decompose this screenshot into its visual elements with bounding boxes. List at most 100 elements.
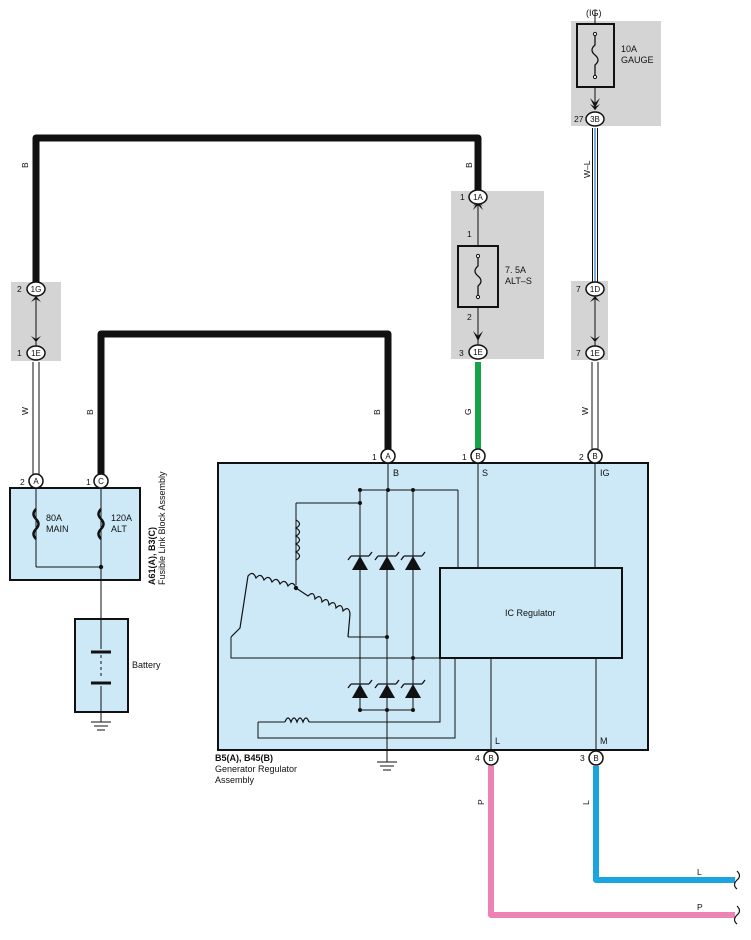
wire-label-l-end: L [697, 867, 702, 877]
p-wire [488, 766, 735, 918]
battery-ground-icon [91, 721, 111, 731]
gauge-fuse-dot-top [592, 31, 598, 37]
pin-1g-2: 2 [17, 284, 22, 294]
b-wire-mid [97, 330, 392, 474]
gauge-fuse-name: GAUGE [621, 55, 654, 65]
connector-gen-m-label: B [593, 754, 598, 763]
fusible-link-block [9, 487, 141, 581]
wire-label-b-gen: B [372, 409, 382, 415]
link-junction-dot [98, 564, 104, 570]
pin-fusible-c-1: 1 [86, 477, 91, 487]
gauge-fuse-dot-bot [592, 74, 598, 80]
pin-gen-a-1: 1 [372, 452, 377, 462]
p-wire-break [733, 905, 741, 925]
diode-lower-1 [347, 679, 373, 698]
connector-gen-a-label: A [385, 452, 391, 461]
connector-arrow-icons [31, 98, 600, 342]
l-wire [593, 766, 735, 883]
ic-regulator-label: IC Regulator [505, 608, 556, 618]
stator-coil-left [230, 572, 297, 638]
alt-fuse-name: ALT [111, 524, 127, 534]
stator-coil-top [294, 519, 301, 561]
pin-27: 27 [574, 114, 584, 124]
terminal-ig-label: IG [600, 468, 610, 478]
fusible-link-name: Fusible Link Block Assembly [157, 471, 167, 585]
wire-label-b-top-left: B [20, 162, 30, 168]
connector-1d: 1D [585, 281, 605, 297]
connector-1g: 1G [26, 281, 46, 297]
terminal-b-label: B [393, 468, 399, 478]
alts-fuse-name: ALT–S [505, 276, 532, 286]
ig-label: (IG) [586, 8, 602, 18]
pin-gen-ig-2: 2 [579, 452, 584, 462]
connector-1a: 1A [468, 189, 488, 205]
pin-fuse-top-1: 1 [467, 229, 472, 239]
diode-lower-2 [374, 679, 400, 698]
pin-fusible-a-2: 2 [20, 477, 25, 487]
generator-name-1: Generator Regulator [215, 764, 297, 774]
wire-label-l-vert: L [581, 800, 591, 805]
connector-1g-label: 1G [31, 285, 42, 294]
fusible-link-code: A61(A), B3(C) [147, 527, 157, 585]
connector-gen-s-label: B [475, 452, 480, 461]
alts-fuse-dot-bot [475, 294, 481, 300]
wire-label-w-right: W [580, 407, 590, 415]
generator-ground-icon [377, 761, 397, 771]
connector-1a-label: 1A [473, 193, 483, 202]
connector-3b: 3B [585, 111, 605, 127]
diode-upper-1 [347, 551, 373, 570]
connector-1d-label: 1D [590, 285, 600, 294]
wire-label-w-l: W–L [582, 160, 592, 178]
connector-1e-left-label: 1E [31, 349, 41, 358]
connector-1e-mid-label: 1E [473, 348, 483, 357]
terminal-l-label: L [495, 736, 500, 746]
stator-coil-right [295, 587, 351, 638]
connector-gen-a: A [380, 448, 396, 464]
wire-label-p-end: P [697, 902, 703, 912]
b-wire-top [32, 134, 482, 283]
connector-gen-ig-label: B [592, 452, 597, 461]
alt-fusible-link [97, 508, 105, 540]
connector-3b-label: 3B [590, 115, 600, 124]
pin-1e-7: 7 [576, 348, 581, 358]
connector-gen-s: B [470, 448, 486, 464]
diode-upper-2 [374, 551, 400, 570]
gauge-fuse-rating: 10A [621, 44, 637, 54]
diode-lower-3 [400, 679, 426, 698]
ic-regulator-box [439, 567, 623, 659]
field-coil [284, 717, 310, 724]
wire-label-g: G [463, 408, 473, 415]
connector-fusible-a-label: A [33, 477, 39, 486]
diode-upper-3 [400, 551, 426, 570]
connector-1e-left: 1E [26, 345, 46, 361]
battery-label: Battery [132, 660, 161, 670]
pin-1e-3: 3 [459, 348, 464, 358]
connector-1e-mid: 1E [468, 344, 488, 360]
alt-fuse-rating: 120A [111, 513, 132, 523]
alts-fuse-element [474, 256, 482, 297]
connector-gen-m: B [588, 750, 604, 766]
l-wire-break [733, 870, 741, 890]
stator-neutral-dot [293, 585, 299, 591]
connector-1e-right-label: 1E [590, 349, 600, 358]
pin-1a-1: 1 [460, 192, 465, 202]
connector-1e-right: 1E [585, 345, 605, 361]
generator-name-2: Assembly [215, 775, 255, 785]
generator-internal-wiring [230, 463, 597, 762]
alts-fuse-rating: 7. 5A [505, 265, 526, 275]
generator-code: B5(A), B45(B) [215, 753, 273, 763]
connector-fusible-c-label: C [98, 477, 104, 486]
main-fusible-link [32, 508, 40, 540]
wire-label-p-vert: P [476, 799, 486, 805]
alts-fuse-dot-top [475, 253, 481, 259]
terminal-s-label: S [482, 468, 488, 478]
main-fuse-rating: 80A [46, 513, 62, 523]
main-fuse-name: MAIN [46, 524, 69, 534]
connector-fusible-c: C [93, 473, 109, 489]
pin-gen-l-4: 4 [475, 753, 480, 763]
wire-label-w-left: W [20, 407, 30, 415]
wire-label-b-mid: B [85, 409, 95, 415]
gauge-fuse-element [591, 34, 599, 77]
pin-gen-s-1: 1 [462, 452, 467, 462]
wire-label-b-top-right: B [464, 162, 474, 168]
